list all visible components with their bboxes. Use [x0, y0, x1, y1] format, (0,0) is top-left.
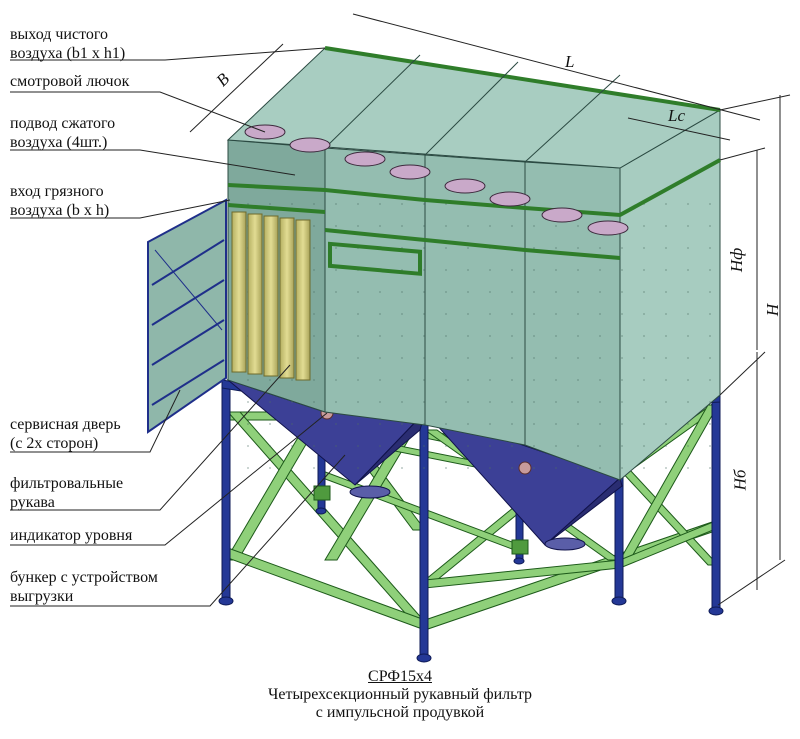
label-level-indicator-l1: индикатор уровня [10, 527, 133, 544]
label-compressed-air-l2: воздуха (4шт.) [10, 134, 108, 151]
label-service-door-l1: сервисная дверь [10, 416, 121, 433]
label-inspection-hatch: смотровой лючок [10, 72, 129, 91]
figure-caption: СРФ15х4 Четырехсекционный рукавный фильт… [0, 668, 800, 722]
model-name: СРФ15х4 [368, 668, 432, 685]
label-compressed-air: подвод сжатого воздуха (4шт.) [10, 114, 115, 152]
caption-line-1: Четырехсекционный рукавный фильтр [267, 686, 533, 703]
label-clean-air-outlet: выход чистого воздуха (b1 x h1) [10, 25, 125, 63]
label-level-indicator: индикатор уровня [10, 526, 132, 545]
label-filter-bags-l2: рукава [10, 494, 55, 511]
leader-lines [10, 47, 346, 607]
dim-Hf: Нф [727, 247, 747, 273]
label-hopper: бункер с устройством выгрузки [10, 568, 158, 606]
label-clean-air-outlet-l1: выход чистого [10, 26, 109, 43]
dim-H: H [763, 303, 783, 317]
label-filter-bags-l1: фильтровальные [10, 475, 124, 492]
section-frames [227, 158, 721, 276]
label-inspection-hatch-l1: смотровой лючок [10, 73, 130, 90]
label-compressed-air-l1: подвод сжатого [10, 115, 116, 132]
label-service-door-l2: (с 2х сторон) [10, 435, 99, 452]
label-dirty-air-inlet: вход грязного воздуха (b x h) [10, 182, 109, 220]
caption-line-2: с импульсной продувкой [315, 704, 485, 721]
label-hopper-l2: выгрузки [10, 588, 74, 605]
service-door [147, 198, 227, 434]
label-service-door: сервисная дверь (с 2х сторон) [10, 415, 121, 453]
label-dirty-air-inlet-l1: вход грязного [10, 183, 104, 200]
filter-body [227, 159, 728, 485]
label-filter-bags: фильтровальные рукава [10, 474, 123, 512]
label-hopper-l1: бункер с устройством [10, 569, 158, 586]
dim-Lc: Lc [668, 106, 685, 125]
filter-bags [231, 211, 311, 381]
dim-Hb: Нб [730, 469, 750, 491]
dimension-lines [189, 13, 791, 606]
label-clean-air-outlet-l2: воздуха (b1 x h1) [10, 45, 126, 62]
label-dirty-air-inlet-l2: воздуха (b x h) [10, 202, 110, 219]
dim-L: L [565, 52, 575, 71]
